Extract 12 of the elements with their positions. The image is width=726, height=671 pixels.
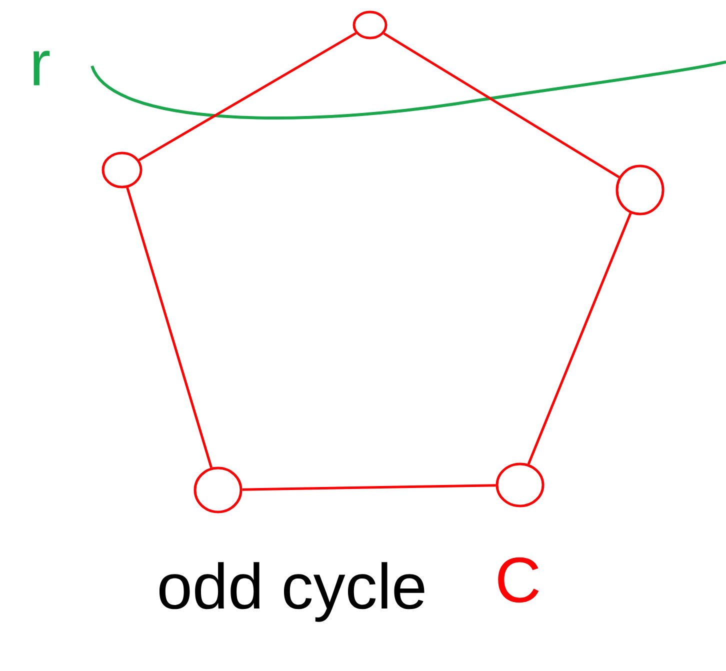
- vertex-circle: [616, 164, 664, 216]
- edge-line: [527, 212, 632, 465]
- vertex-circle: [496, 462, 544, 508]
- vertex-circle: [102, 152, 142, 188]
- edge-line: [383, 32, 620, 178]
- vertex-circle: [194, 466, 242, 514]
- caption: odd cycle: [160, 562, 424, 622]
- vertex-circle: [352, 10, 388, 40]
- label-r: r: [34, 50, 50, 86]
- edge-line: [242, 484, 496, 491]
- edge-line: [126, 187, 212, 468]
- edge-line: [138, 32, 357, 162]
